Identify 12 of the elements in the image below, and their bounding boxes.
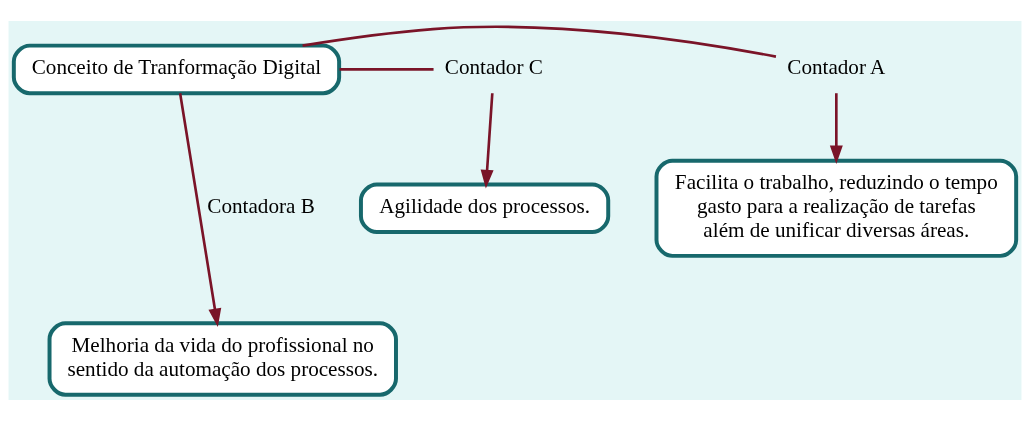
connector xyxy=(302,25,777,58)
connector xyxy=(339,68,434,71)
node-text: Contador C xyxy=(444,55,543,80)
arrow xyxy=(178,93,222,328)
edge-label: Contadora B xyxy=(207,194,315,219)
node-box: Conceito de Tranformação Digital xyxy=(11,43,342,96)
node-box: Agilidade dos processos. xyxy=(358,182,611,235)
node-box: Melhoria da vida do profissional no sentido da automação dos processos. xyxy=(47,321,398,397)
arrow xyxy=(480,93,494,189)
node-text: Contador A xyxy=(787,55,886,80)
node-box: Facilita o trabalho, reduzindo o tempo gasto para a realização de tarefas além de unificar diversas áreas. xyxy=(654,158,1019,258)
arrow xyxy=(829,93,843,165)
